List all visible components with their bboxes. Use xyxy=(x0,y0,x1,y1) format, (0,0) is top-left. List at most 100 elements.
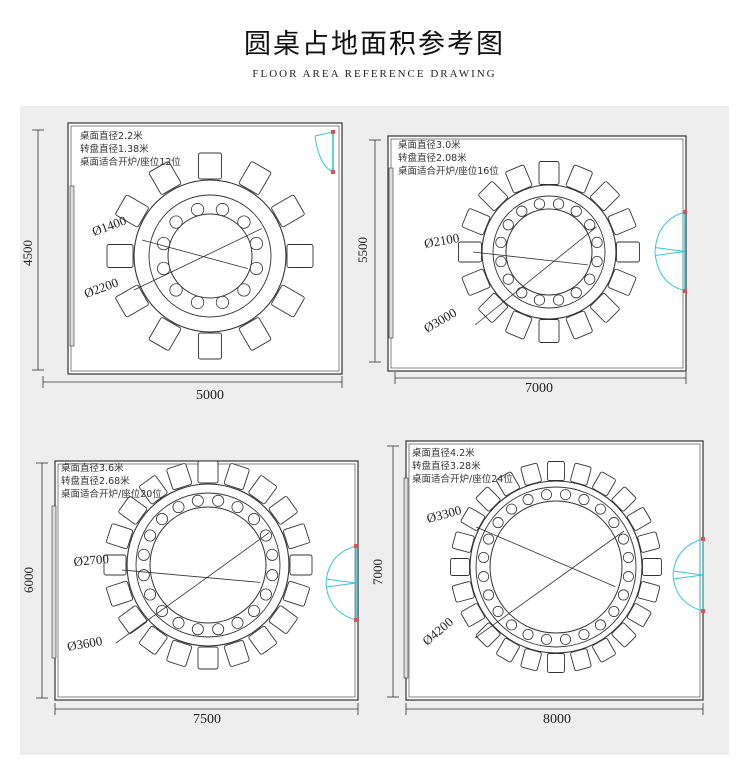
diagram-d4-place-setting xyxy=(506,503,518,515)
diagram-d4-place-setting xyxy=(540,489,552,501)
diagram-d2-place-setting xyxy=(516,205,528,217)
diagram-d4-door-hinge-top xyxy=(701,537,705,541)
diagram-d1-chair xyxy=(238,161,272,195)
diagram-d3-chair xyxy=(139,475,168,505)
diagram-d3-chair xyxy=(289,554,313,576)
diagram-d1-note-3: 桌面适合开炉/座位12位 xyxy=(80,157,181,168)
diagram-d1-notes: 桌面直径2.2米 转盘直径1.38米 桌面适合开炉/座位12位 xyxy=(80,130,181,169)
diagram-d3-place-setting xyxy=(172,616,185,629)
diagram-d4-place-setting xyxy=(622,551,634,563)
diagram-d2-door-leaf-1 xyxy=(654,247,686,252)
diagram-d3-place-setting xyxy=(212,623,225,636)
diagram-d1-chair xyxy=(198,332,222,360)
diagram-d3-door-swing xyxy=(325,545,357,621)
diagram-d4-height-label: 7000 xyxy=(370,559,385,585)
diagram-d4-note-3: 桌面适合开炉/座位24位 xyxy=(412,474,513,485)
diagram-d4-place-setting xyxy=(560,489,572,501)
diagram-d4-place-setting xyxy=(478,551,490,563)
diagram-d1-place-setting xyxy=(249,236,263,251)
diagram-d3-note-1: 桌面直径3.6米 xyxy=(61,463,124,474)
diagram-d3-chair xyxy=(268,496,298,525)
diagram-d1-note-1: 桌面直径2.2米 xyxy=(80,131,143,142)
diagram-d4-place-setting xyxy=(617,533,629,545)
diagram-d3-chair xyxy=(106,523,134,550)
diagram-d3-outer-diameter-label: Ø3600 xyxy=(66,633,103,654)
diagram-d4-note-2: 转盘直径3.28米 xyxy=(412,461,481,472)
diagram-d2-door-hinge-bottom xyxy=(683,289,687,293)
diagram-d4-place-setting xyxy=(578,494,590,506)
diagram-d1-door-swing xyxy=(314,131,334,173)
diagram-d3-place-setting xyxy=(191,494,204,507)
diagram-d1-chair xyxy=(238,317,272,351)
diagram-d2-note-1: 桌面直径3.0米 xyxy=(398,140,461,151)
diagram-d1-place-setting xyxy=(215,203,230,217)
diagram-d3-turntable xyxy=(149,506,267,624)
diagram-d3-width-label: 7500 xyxy=(193,712,221,727)
diagram-d2-place-setting xyxy=(552,294,565,306)
diagram-d3-outer-diameter-line xyxy=(115,532,270,644)
diagram-d1-chair xyxy=(148,317,182,351)
diagram-d4-window-strip xyxy=(403,477,409,679)
diagram-d3-place-setting xyxy=(231,501,244,514)
diagram-d2-place-setting xyxy=(570,287,582,299)
diagram-d3-chair xyxy=(197,646,219,670)
diagram-d4-room-inner-wall xyxy=(408,443,701,698)
diagram-d3-place-setting xyxy=(247,604,260,617)
diagram-d2-height-label: 5500 xyxy=(355,237,370,263)
diagram-d3-place-setting xyxy=(137,548,150,561)
diagram-d1-turntable xyxy=(167,213,253,299)
diagram-d3-place-setting xyxy=(231,616,244,629)
diagram-d4-width-label: 8000 xyxy=(543,712,571,727)
diagram-d1-door-hinge-top xyxy=(331,130,335,134)
diagram-d2-place-setting xyxy=(533,294,546,306)
diagram-d4-place-setting xyxy=(578,628,590,640)
diagram-d1-place-setting xyxy=(169,215,183,229)
diagram-d4-chair xyxy=(547,653,565,673)
diagram-d1-outer-diameter-line xyxy=(133,228,263,291)
diagram-d3-place-setting xyxy=(172,501,185,514)
diagram-d4-place-setting xyxy=(594,503,606,515)
diagram-d3-notes: 桌面直径3.6米 转盘直径2.68米 桌面适合开炉/座位20位 xyxy=(61,462,162,501)
diagram-d2-chair xyxy=(458,241,482,263)
diagram-d2-place-setting xyxy=(591,255,603,268)
diagram-d1-chair xyxy=(286,244,314,268)
diagram-d2-place-setting xyxy=(495,255,507,268)
diagram-d3-height-label: 6000 xyxy=(21,567,36,593)
diagram-d1-chair xyxy=(148,161,182,195)
diagram-d2-outer-diameter-line xyxy=(474,226,597,326)
diagram-d3-place-setting xyxy=(212,494,225,507)
diagram-d1-place-setting xyxy=(215,295,230,309)
diagram-d1-place-setting xyxy=(190,295,205,309)
diagram-d4-place-setting xyxy=(478,571,490,583)
diagram-d4-door-leaf-2 xyxy=(672,574,704,580)
diagram-d2-place-setting xyxy=(502,273,514,285)
diagram-d2-place-setting xyxy=(584,219,596,231)
diagram-d3-place-setting xyxy=(144,529,157,542)
diagram-d4-place-setting xyxy=(522,494,534,506)
diagram-d1-height-label: 4500 xyxy=(20,240,35,266)
diagram-d3-chair xyxy=(118,496,148,525)
diagram-d1-chair xyxy=(106,244,134,268)
diagram-d4-place-setting xyxy=(608,605,620,617)
diagram-d1-place-setting xyxy=(249,261,263,276)
diagram-d2-place-setting xyxy=(516,287,528,299)
diagram-d3-door-leaf-1 xyxy=(325,578,357,584)
diagram-d1-place-setting xyxy=(169,283,183,297)
diagram-d2-place-setting xyxy=(533,198,546,210)
diagram-d2-door-leaf-2 xyxy=(654,251,686,256)
diagram-d1-window-strip xyxy=(69,185,75,347)
diagram-d4-place-setting xyxy=(608,517,620,529)
diagram-d1-door-hinge-bottom xyxy=(331,170,335,174)
diagram-d1-place-setting xyxy=(237,283,251,297)
diagram-d3-chair xyxy=(223,639,250,667)
diagram-d3-chair xyxy=(282,580,310,607)
diagram-d3-place-setting xyxy=(144,588,157,601)
diagram-d4-door-leaf-1 xyxy=(672,570,704,576)
diagram-d2-note-2: 转盘直径2.08米 xyxy=(398,153,467,164)
diagram-d4-place-setting xyxy=(483,533,495,545)
diagram-d1-chair xyxy=(115,194,149,228)
diagram-d4-inner-diameter-line xyxy=(475,526,616,588)
diagram-d4-place-setting xyxy=(540,633,552,645)
diagram-d4-place-setting xyxy=(617,589,629,601)
